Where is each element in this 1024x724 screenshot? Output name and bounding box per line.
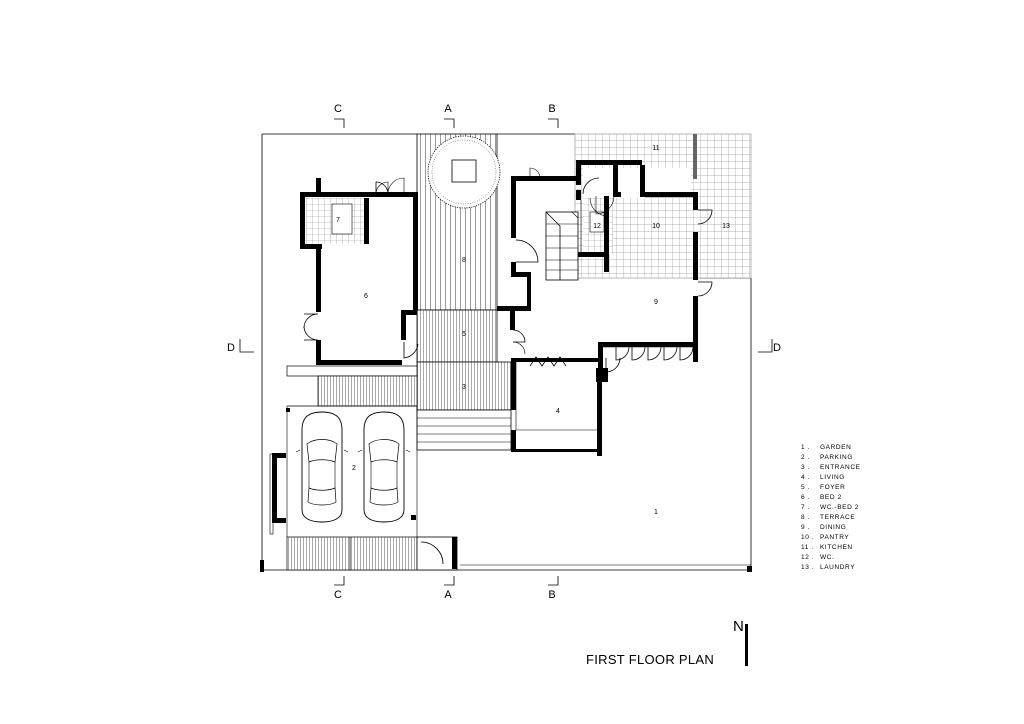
- svg-text:GARDEN: GARDEN: [820, 444, 851, 451]
- svg-text:BED 2: BED 2: [820, 494, 842, 501]
- door-swings: [303, 167, 713, 382]
- svg-text:1 .: 1 .: [801, 444, 810, 451]
- svg-text:LIVING: LIVING: [820, 474, 845, 481]
- svg-text:ENTRANCE: ENTRANCE: [820, 464, 861, 471]
- svg-text:6 .: 6 .: [801, 494, 810, 501]
- front-ramp: [286, 536, 458, 571]
- room-label-5: 5: [462, 331, 466, 338]
- svg-text:LAUNDRY: LAUNDRY: [820, 564, 855, 571]
- svg-text:5 .: 5 .: [801, 484, 810, 491]
- interior-lines: [286, 196, 693, 537]
- svg-text:A: A: [444, 589, 452, 601]
- room-label-8: 8: [462, 257, 466, 264]
- wc-bed2-tile: [304, 198, 368, 244]
- car-left: [295, 411, 349, 523]
- room-label-6: 6: [364, 293, 368, 300]
- svg-text:A: A: [444, 103, 452, 115]
- room-label-1: 1: [654, 509, 658, 516]
- svg-text:8 .: 8 .: [801, 514, 810, 521]
- section-marker-a-bottom: A: [444, 576, 455, 601]
- svg-text:PANTRY: PANTRY: [820, 534, 849, 541]
- svg-text:10 .: 10 .: [801, 534, 814, 541]
- section-marker-b-bottom: B: [548, 576, 559, 601]
- svg-text:WC.-BED 2: WC.-BED 2: [820, 504, 859, 511]
- room-label-3: 3: [462, 384, 466, 391]
- section-marker-d-right: D: [758, 339, 781, 354]
- svg-text:WC.: WC.: [820, 554, 834, 561]
- svg-text:9 .: 9 .: [801, 524, 810, 531]
- section-marker-b-top: B: [548, 103, 559, 128]
- terrace-deck: [416, 133, 501, 311]
- room-labels: 1 2 3 4 5 6 7 8 9 10 11 12 13: [336, 145, 730, 516]
- entrance-deck: [416, 361, 512, 451]
- north-arrow-icon: [745, 624, 748, 666]
- section-marker-d-left: D: [227, 339, 254, 354]
- walls: [269, 160, 698, 535]
- plan-title: FIRST FLOOR PLAN: [586, 652, 715, 667]
- room-label-13: 13: [722, 223, 730, 230]
- foyer-deck: [416, 309, 498, 363]
- ramp-strip: [286, 365, 418, 407]
- room-label-4: 4: [556, 408, 560, 415]
- section-marker-c-bottom: C: [334, 576, 345, 601]
- north-arrow-label: N: [733, 618, 744, 635]
- svg-text:D: D: [227, 342, 235, 354]
- svg-text:DINING: DINING: [820, 524, 846, 531]
- room-label-2: 2: [352, 465, 356, 472]
- room-label-10: 10: [652, 223, 660, 230]
- svg-text:C: C: [334, 589, 342, 601]
- svg-text:TERRACE: TERRACE: [820, 514, 855, 521]
- room-label-11: 11: [652, 145, 659, 152]
- svg-text:7 .: 7 .: [801, 504, 810, 511]
- svg-text:11 .: 11 .: [801, 544, 814, 551]
- svg-text:3 .: 3 .: [801, 464, 810, 471]
- svg-text:2 .: 2 .: [801, 454, 810, 461]
- svg-text:13 .: 13 .: [801, 564, 814, 571]
- section-marker-a-top: A: [444, 103, 455, 128]
- svg-text:B: B: [548, 103, 555, 115]
- room-label-12: 12: [593, 223, 601, 230]
- section-marker-c-top: C: [334, 103, 345, 128]
- svg-text:PARKING: PARKING: [820, 454, 853, 461]
- svg-text:C: C: [334, 103, 342, 115]
- svg-text:KITCHEN: KITCHEN: [820, 544, 853, 551]
- svg-text:FOYER: FOYER: [820, 484, 845, 491]
- svg-text:B: B: [548, 589, 555, 601]
- car-right: [357, 411, 411, 523]
- svg-text:D: D: [773, 342, 781, 354]
- svg-text:4 .: 4 .: [801, 474, 810, 481]
- staircase: [545, 211, 579, 281]
- room-label-7: 7: [336, 217, 340, 224]
- svg-text:12 .: 12 .: [801, 554, 814, 561]
- room-legend: 1 . GARDEN 2 . PARKING 3 . ENTRANCE 4 . LIVI…: [801, 444, 861, 571]
- room-label-9: 9: [654, 299, 658, 306]
